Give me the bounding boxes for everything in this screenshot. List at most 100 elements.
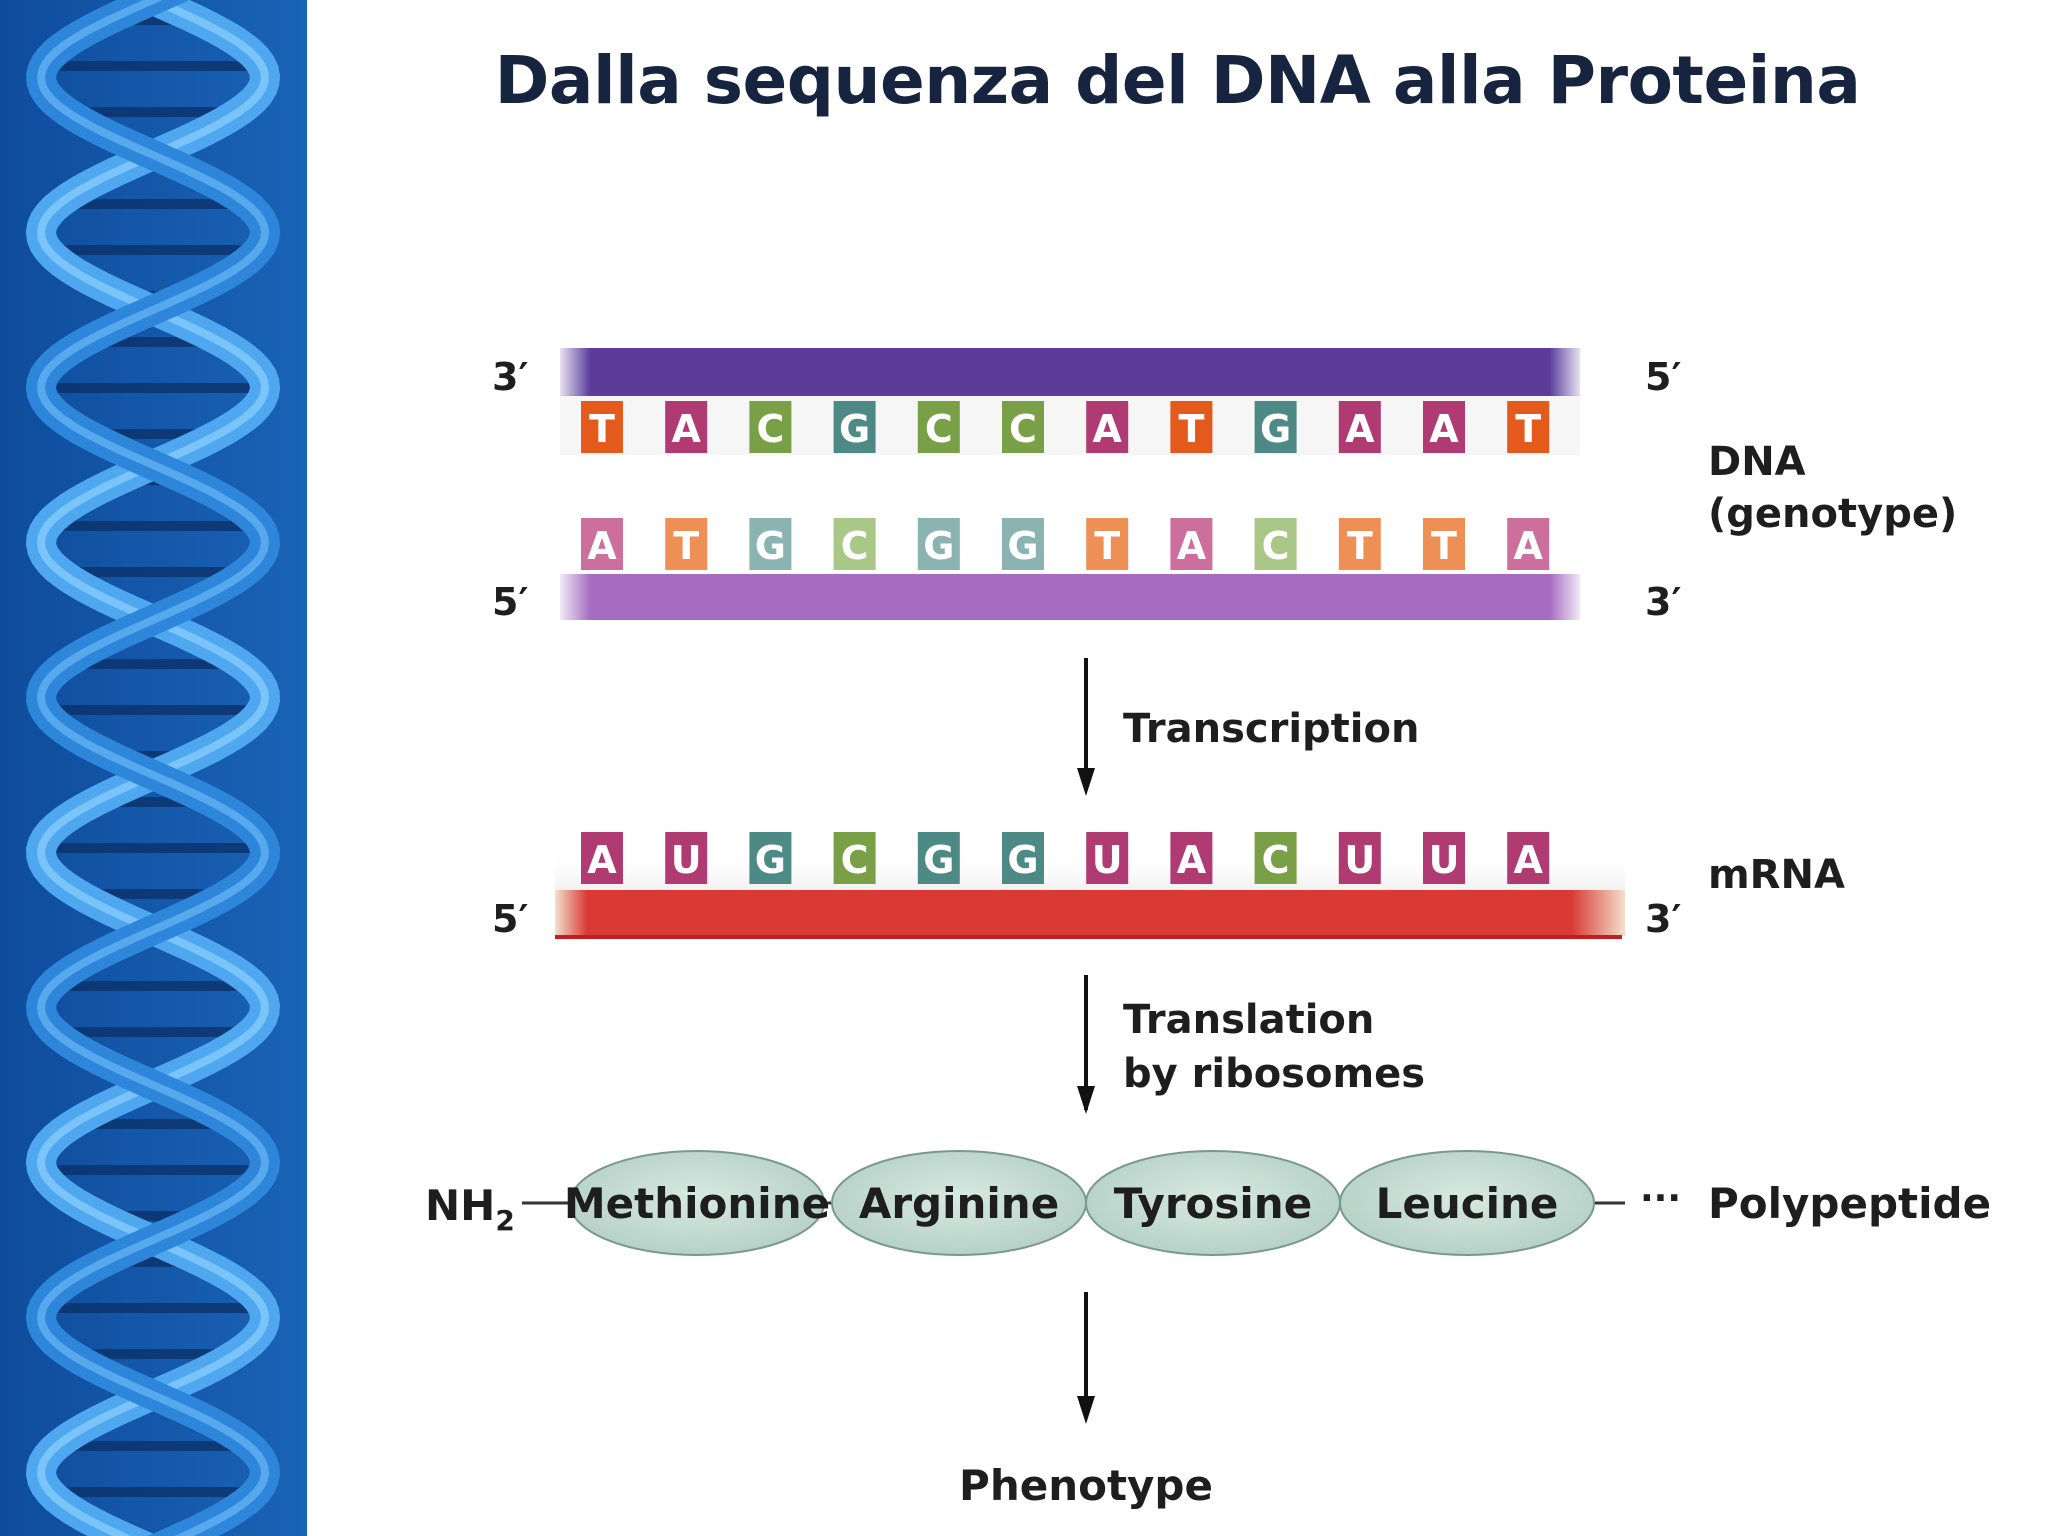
dna-top-base-letter: G	[1260, 407, 1291, 451]
mrna-base-box	[665, 832, 708, 884]
translation-label: Translation	[1123, 997, 1374, 1043]
dna-genotype-label: (genotype)	[1708, 491, 1957, 537]
dna-bottom-base-letter: G	[923, 524, 954, 568]
translation-by-ribosomes-label: by ribosomes	[1123, 1051, 1425, 1097]
dna-bottom-base-box	[1338, 518, 1381, 570]
mrna-base-letter: A	[587, 838, 617, 882]
mrna-base-letter: G	[923, 838, 954, 882]
dna-top-base-box	[1338, 401, 1381, 453]
translation-arrow-head	[1077, 1086, 1095, 1114]
dna-top-base-box	[1002, 401, 1044, 453]
mrna-base-box	[917, 832, 960, 884]
mrna-base-box	[1002, 832, 1044, 884]
dna-bottom-base-box	[1507, 518, 1550, 570]
dna-top-base-box	[665, 401, 708, 453]
transcription-arrow-head	[1077, 768, 1095, 796]
dna-bottom-right-end: 3′	[1645, 580, 1681, 624]
phenotype-step: Phenotype	[959, 1292, 1213, 1510]
dna-top-base-letter: T	[589, 407, 615, 451]
amino-acid-residue	[1339, 1150, 1595, 1256]
amino-acid-name: Leucine	[1376, 1179, 1559, 1228]
dna-helix-sidebar	[0, 0, 307, 1536]
dna-top-base-box	[749, 401, 792, 453]
mrna-base-letter: U	[1092, 838, 1123, 882]
dna-bottom-base-box	[917, 518, 960, 570]
mrna-right-end: 3′	[1645, 897, 1681, 941]
mrna-base-letter: A	[1513, 838, 1543, 882]
dna-bottom-base-box	[1086, 518, 1129, 570]
phenotype-arrow-head	[1077, 1396, 1095, 1424]
dna-top-base-letter: C	[1009, 407, 1037, 451]
dna-top-base-box	[1507, 401, 1550, 453]
amino-acid-name: Methionine	[564, 1179, 830, 1228]
chain-continuation-ellipsis: ···	[1640, 1178, 1681, 1219]
mrna-base-box	[1086, 832, 1129, 884]
dna-top-left-end: 3′	[492, 355, 528, 399]
dna-bottom-base-letter: A	[587, 524, 617, 568]
dna-top-base-letter: A	[671, 407, 701, 451]
dna-top-base-box	[1423, 401, 1465, 453]
dna-bottom-base-box	[1002, 518, 1044, 570]
dna-top-base-box	[581, 401, 623, 453]
n-terminus-label: NH2	[425, 1181, 515, 1237]
mrna-base-letter: U	[1344, 838, 1375, 882]
dna-bottom-base-letter: C	[841, 524, 869, 568]
slide-title: Dalla sequenza del DNA alla Proteina	[494, 42, 1861, 119]
dna-bottom-base-letter: G	[755, 524, 786, 568]
dna-top-base-box	[1086, 401, 1129, 453]
dna-base-background	[560, 395, 1580, 455]
mrna-base-box	[1507, 832, 1550, 884]
amino-acid-residue	[569, 1150, 825, 1256]
dna-bottom-base-box	[1254, 518, 1297, 570]
mrna-base-box	[1170, 832, 1213, 884]
dna-top-base-letter: T	[1515, 407, 1541, 451]
dna-bottom-base-letter: T	[1094, 524, 1120, 568]
mrna-base-box	[1254, 832, 1297, 884]
mrna-strand	[555, 890, 1625, 936]
dna-top-strand	[560, 348, 1580, 396]
dna-bottom-base-box	[749, 518, 792, 570]
mrna-base-box	[833, 832, 876, 884]
polypeptide-label: Polypeptide	[1708, 1179, 1991, 1228]
dna-top-base-letter: A	[1092, 407, 1122, 451]
mrna-base-box	[749, 832, 792, 884]
mrna-base-letter: G	[755, 838, 786, 882]
dna-bottom-base-box	[1423, 518, 1465, 570]
dna-bottom-strand	[560, 574, 1580, 620]
dna-bottom-base-box	[665, 518, 708, 570]
dna-bottom-base-letter: A	[1177, 524, 1207, 568]
dna-bottom-base-letter: T	[673, 524, 699, 568]
mrna-base-box	[1423, 832, 1465, 884]
dna-top-base-letter: C	[925, 407, 953, 451]
dna-top-base-box	[833, 401, 876, 453]
mrna-base-letter: U	[671, 838, 702, 882]
mrna-base-letter: G	[1007, 838, 1038, 882]
mrna-label: mRNA	[1708, 852, 1845, 898]
mrna-base-box	[581, 832, 623, 884]
dna-bottom-base-letter: C	[1262, 524, 1290, 568]
dna-top-base-box	[1254, 401, 1297, 453]
dna-bottom-base-box	[581, 518, 623, 570]
dna-top-base-letter: T	[1178, 407, 1204, 451]
dna-bottom-left-end: 5′	[492, 580, 528, 624]
phenotype-label: Phenotype	[959, 1461, 1213, 1510]
dna-label: DNA	[1708, 439, 1806, 485]
dna-bottom-base-letter: T	[1347, 524, 1373, 568]
dna-top-base-letter: C	[756, 407, 784, 451]
dna-top-base-box	[1170, 401, 1213, 453]
mrna-base-letter: C	[1262, 838, 1290, 882]
mrna-base-letter: A	[1177, 838, 1207, 882]
translation-step: Translation by ribosomes	[1077, 975, 1425, 1114]
dna-bottom-base-letter: T	[1431, 524, 1457, 568]
dna-top-base-letter: A	[1429, 407, 1459, 451]
amino-acid-name: Arginine	[859, 1179, 1059, 1228]
dna-top-base-letter: G	[839, 407, 870, 451]
